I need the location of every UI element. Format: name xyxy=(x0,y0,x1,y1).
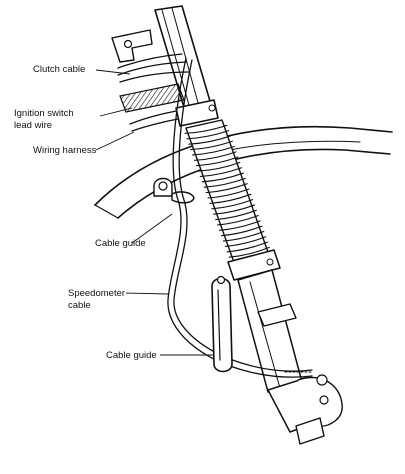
bellows-ridge xyxy=(186,130,230,140)
bellows-ridge xyxy=(215,209,257,221)
bellows-ridge xyxy=(207,188,250,199)
lower-fork-slider xyxy=(237,269,303,393)
ignition-switch-lead-wire xyxy=(119,83,185,113)
bellows-ridge xyxy=(211,199,254,210)
bellows-ridge xyxy=(184,124,228,134)
bellows-ridge xyxy=(197,161,241,172)
label-cable-guide-lower: Cable guide xyxy=(106,350,157,361)
label-ignition-switch-line1: Ignition switch xyxy=(14,108,74,119)
label-clutch-cable: Clutch cable xyxy=(33,64,85,75)
bellows-ridge xyxy=(205,183,248,194)
speedometer-cable xyxy=(167,57,313,378)
lower-cable-guide xyxy=(211,275,233,373)
leader-lines xyxy=(95,69,214,356)
labels: Clutch cable Ignition switch lead wire W… xyxy=(14,64,157,361)
bellows-ridge xyxy=(203,177,246,188)
label-wiring-harness: Wiring harness xyxy=(33,145,97,156)
axle-housing xyxy=(267,374,343,445)
bellows-ridge xyxy=(224,236,267,248)
bellows-ridge xyxy=(193,151,237,161)
bellows-ridge xyxy=(228,246,270,258)
label-ignition-switch-line2: lead wire xyxy=(14,120,52,131)
bellows-ridge xyxy=(195,156,239,167)
bellows-ridge xyxy=(213,204,256,215)
bellows-ridge xyxy=(192,145,235,156)
bellows-ridge xyxy=(226,241,269,253)
bellows-ridge xyxy=(201,172,245,183)
label-cable-guide-upper: Cable guide xyxy=(95,238,146,249)
bellows-ridge xyxy=(209,193,252,204)
label-speedometer-line1: Speedometer xyxy=(68,288,125,299)
label-speedometer-line2: cable xyxy=(68,300,91,311)
bellows-ridge xyxy=(220,225,263,237)
fork-boot-bellows xyxy=(184,119,272,269)
bellows-ridge xyxy=(222,230,265,242)
fork-clamp xyxy=(175,99,219,127)
top-mount-bracket xyxy=(111,29,153,63)
bellows-ridge xyxy=(188,135,232,145)
bellows-ridge xyxy=(218,220,261,231)
boot-lower-collar xyxy=(227,249,281,281)
bellows-ridge xyxy=(199,167,243,178)
bellows-ridge xyxy=(217,214,259,226)
bellows-ridge xyxy=(190,140,233,151)
